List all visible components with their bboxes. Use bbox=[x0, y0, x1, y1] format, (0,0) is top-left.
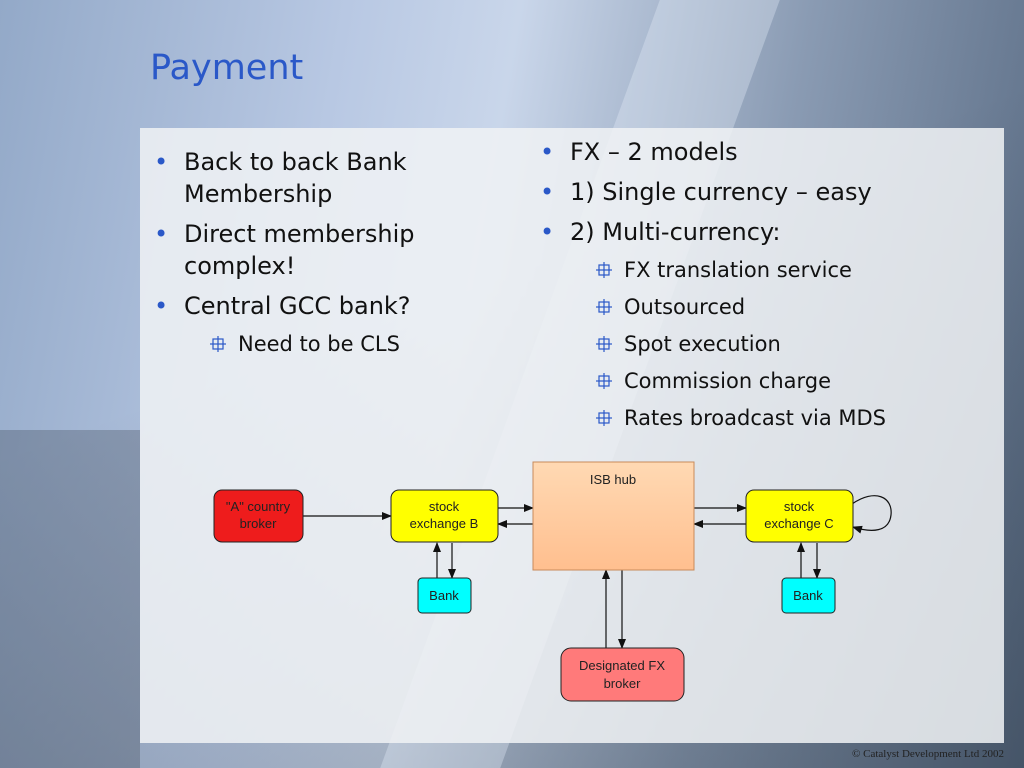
grid-bullet-icon bbox=[596, 299, 612, 315]
bullet-text-line: Direct membership bbox=[184, 220, 415, 248]
grid-bullet-icon bbox=[596, 262, 612, 278]
node-bank-c: Bank bbox=[781, 577, 836, 614]
bullet-text-line: Outsourced bbox=[624, 295, 746, 319]
bullet-dot-icon: • bbox=[154, 148, 169, 176]
node-a-country-broker-line2: broker bbox=[240, 516, 278, 531]
sub-bullet-item: FX translation service bbox=[536, 256, 1006, 284]
bullet-dot-icon: • bbox=[154, 220, 169, 248]
bullet-text-line: Membership bbox=[184, 180, 333, 208]
grid-bullet-icon bbox=[596, 410, 612, 426]
bullet-text-line: Rates broadcast via MDS bbox=[624, 406, 887, 430]
node-stock-exchange-b-line2: exchange B bbox=[410, 516, 479, 531]
bullet-item: • FX – 2 models bbox=[536, 136, 1006, 168]
node-stock-exchange-c-line1: stock bbox=[784, 499, 815, 514]
arrow-exchange-c-self-loop bbox=[851, 495, 892, 534]
sub-bullet-item: Rates broadcast via MDS bbox=[536, 404, 1006, 432]
bullet-text-line: complex! bbox=[184, 252, 296, 280]
grid-bullet-icon bbox=[596, 336, 612, 352]
background-shadow bbox=[0, 430, 140, 768]
right-bullet-list: • FX – 2 models • 1) Single currency – easy… bbox=[536, 136, 1006, 441]
node-isb-hub-label: ISB hub bbox=[590, 472, 636, 487]
node-a-country-broker: "A" country broker bbox=[213, 489, 304, 543]
bullet-item: • 1) Single currency – easy bbox=[536, 176, 1006, 208]
node-bank-c-label: Bank bbox=[793, 588, 823, 603]
node-bank-b: Bank bbox=[417, 577, 472, 614]
bullet-dot-icon: • bbox=[540, 138, 555, 166]
grid-bullet-icon bbox=[596, 373, 612, 389]
bullet-item: • 2) Multi-currency: bbox=[536, 216, 1006, 248]
sub-bullet-item: Outsourced bbox=[536, 293, 1006, 321]
bullet-dot-icon: • bbox=[154, 292, 169, 320]
content-panel bbox=[140, 128, 1004, 743]
bullet-dot-icon: • bbox=[540, 218, 555, 246]
bullet-text-line: Spot execution bbox=[624, 332, 781, 356]
bullet-text-line: 2) Multi-currency: bbox=[570, 218, 781, 246]
node-designated-fx-broker: Designated FX broker bbox=[560, 647, 685, 702]
bullet-item: • Central GCC bank? bbox=[150, 290, 510, 322]
node-stock-exchange-c-line2: exchange C bbox=[764, 516, 833, 531]
bullet-text-line: Central GCC bank? bbox=[184, 292, 411, 320]
node-bank-b-label: Bank bbox=[429, 588, 459, 603]
sub-bullet-item: Need to be CLS bbox=[150, 330, 510, 358]
grid-bullet-icon bbox=[210, 336, 226, 352]
node-stock-exchange-b-line1: stock bbox=[429, 499, 460, 514]
bullet-text-line: 1) Single currency – easy bbox=[570, 178, 872, 206]
node-isb-hub: ISB hub bbox=[532, 461, 695, 571]
copyright-footer: © Catalyst Development Ltd 2002 bbox=[852, 748, 1004, 760]
bullet-text-line: FX – 2 models bbox=[570, 138, 738, 166]
bullet-text-line: Commission charge bbox=[624, 369, 832, 393]
node-stock-exchange-c: stock exchange C bbox=[745, 489, 854, 543]
bullet-text-line: FX translation service bbox=[624, 258, 852, 282]
bullet-dot-icon: • bbox=[540, 178, 555, 206]
node-designated-fx-broker-line2: broker bbox=[604, 676, 642, 691]
node-designated-fx-broker-line1: Designated FX bbox=[579, 658, 665, 673]
bullet-text-line: Need to be CLS bbox=[238, 332, 400, 356]
slide-title: Payment bbox=[150, 48, 304, 88]
diagram-connectors bbox=[303, 495, 892, 649]
bullet-item: • Direct membership complex! bbox=[150, 218, 510, 282]
sub-bullet-item: Commission charge bbox=[536, 367, 1006, 395]
node-a-country-broker-line1: "A" country bbox=[226, 499, 291, 514]
node-stock-exchange-b: stock exchange B bbox=[390, 489, 499, 543]
bullet-text-line: Back to back Bank bbox=[184, 148, 407, 176]
sub-bullet-item: Spot execution bbox=[536, 330, 1006, 358]
